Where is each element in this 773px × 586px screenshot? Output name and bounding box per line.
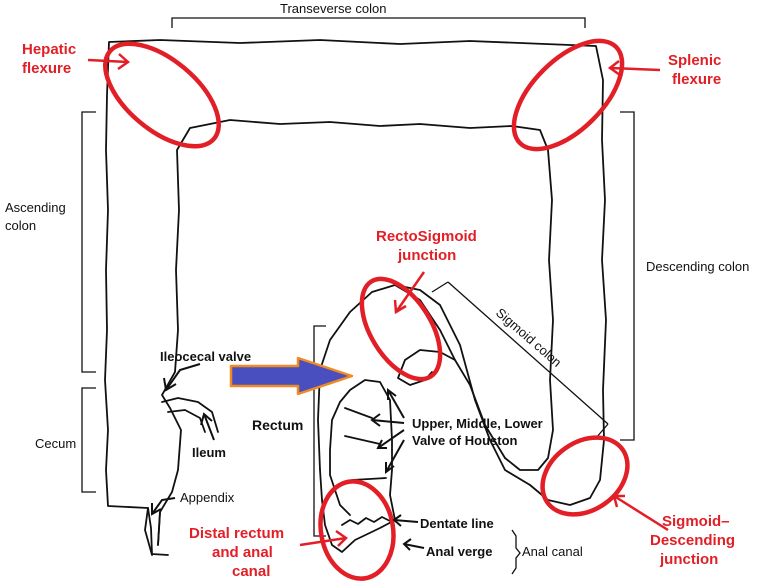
sigmoid-descending-arrow-icon [612, 494, 669, 532]
rectum-label: Rectum [252, 417, 303, 433]
anal-canal-label: Anal canal [522, 544, 583, 559]
splenic-flexure-ring [511, 38, 625, 152]
rectosigmoid-label-line1: RectoSigmoid [376, 228, 477, 245]
houston-label-line2: Valve of Houston [412, 433, 518, 448]
sigmoid-inner [397, 349, 506, 459]
dentate-line-label: Dentate line [420, 516, 494, 531]
splenic-flexure-label-line2: flexure [672, 71, 721, 88]
ascending-bracket [81, 111, 96, 373]
anal-canal-bracket [511, 529, 521, 575]
sigmoid-bracket [431, 281, 609, 439]
cecum-label: Cecum [35, 436, 76, 451]
ileocecal-valve-label: Ileocecal valve [160, 349, 251, 364]
ileum-arrow-icon [200, 412, 215, 441]
transverse-bracket [171, 17, 586, 28]
houston-label-line1: Upper, Middle, Lower [412, 416, 543, 431]
distal-rectum-label-line2: and anal [212, 544, 273, 561]
rectosigmoid-arrow-icon [393, 271, 426, 315]
rectum-wall [319, 379, 396, 553]
anal-verge-label: Anal verge [426, 544, 492, 559]
ileocecal-pointer-arrow-icon [229, 356, 354, 396]
sigmoid-descending-label-line1: Sigmoid– [662, 513, 730, 530]
houston-arrows-icon [370, 388, 405, 474]
appendix-tube [144, 507, 161, 556]
sigmoid-descending-label-line3: junction [659, 551, 718, 568]
sigmoid-colon-label: Sigmoid colon [493, 305, 564, 370]
rectosigmoid-ring [359, 276, 443, 382]
descending-colon-label: Descending colon [646, 259, 749, 274]
distal-rectum-label-line3: canal [232, 563, 270, 580]
cecum-bracket [81, 387, 96, 493]
distal-rectum-label-line1: Distal rectum [189, 525, 284, 542]
appendix-arrow-icon [151, 497, 176, 516]
ileum-label: Ileum [192, 445, 226, 460]
descending-bracket [620, 111, 635, 441]
ileocecal-valve-arrow-icon [163, 363, 201, 392]
hepatic-flexure-label-line2: flexure [22, 60, 71, 77]
ascending-colon-label-line1: Ascending [5, 200, 66, 215]
hepatic-flexure-ring [103, 41, 221, 149]
red-arrows [87, 53, 669, 547]
rectosigmoid-label-line2: junction [397, 247, 456, 264]
splenic-arrow-icon [607, 60, 661, 77]
colon-outline [104, 39, 607, 556]
sigmoid-middle [394, 284, 456, 361]
anal-verge-arrow-icon [402, 538, 425, 551]
appendix-label: Appendix [180, 490, 235, 505]
distal-rectum-arrow-icon [299, 529, 348, 547]
transverse-colon-label: Transeverse colon [280, 1, 386, 16]
highlight-rings [103, 38, 630, 581]
hepatic-arrow-icon [87, 53, 131, 71]
ascending-colon-label-line2: colon [5, 218, 36, 233]
sigmoid-descending-ring [540, 435, 630, 517]
ileum-tube [161, 397, 219, 433]
distal-rectum-ring [318, 479, 396, 581]
black-arrows [151, 363, 425, 551]
splenic-flexure-label-line1: Splenic [668, 52, 721, 69]
left-brackets [81, 111, 96, 493]
dentate-line-mark [341, 516, 391, 526]
dentate-line-arrow-icon [392, 514, 419, 527]
colon-outer-wall [104, 39, 607, 556]
colon-inner-wall [157, 119, 554, 546]
hepatic-flexure-label-line1: Hepatic [22, 41, 76, 58]
sigmoid-descending-label-line2: Descending [650, 532, 735, 549]
